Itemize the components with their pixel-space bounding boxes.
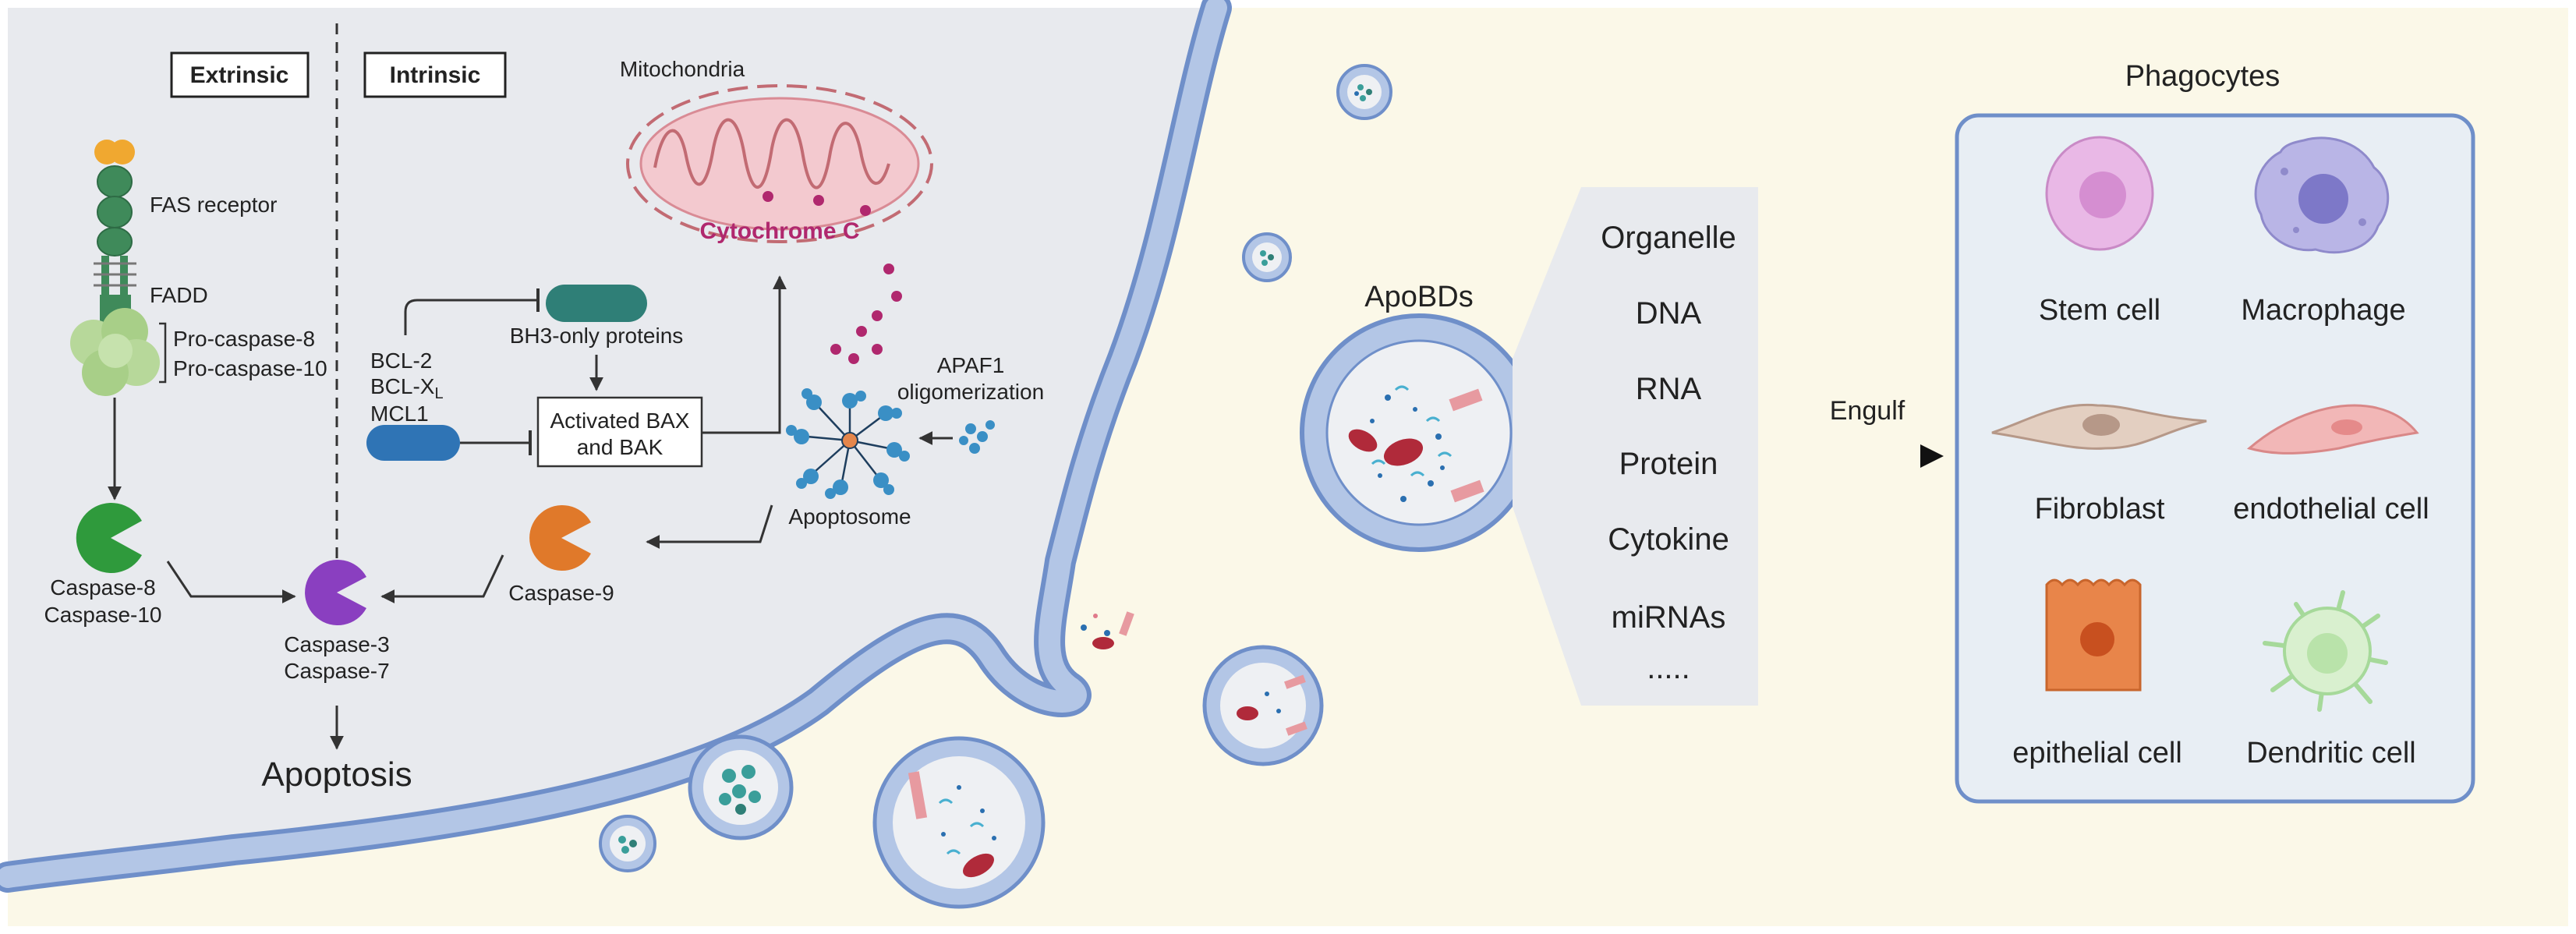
apaf1-label-line1: APAF1 xyxy=(937,353,1005,377)
apobd-small-2 xyxy=(1242,232,1292,282)
fadd-label: FADD xyxy=(150,283,208,307)
endothelial-cell-icon xyxy=(2246,404,2419,455)
epithelial-cell-label: epithelial cell xyxy=(2012,737,2182,769)
caspase-8-label: Caspase-8 xyxy=(50,575,155,600)
cytochrome-c-label: Cytochrome C xyxy=(699,218,859,244)
mcl1-label: MCL1 xyxy=(370,402,429,426)
extrinsic-header: Extrinsic xyxy=(170,51,310,98)
engulf-label: Engulf xyxy=(1830,396,1905,426)
stem-cell-label: Stem cell xyxy=(2039,294,2160,327)
intrinsic-header: Intrinsic xyxy=(363,51,507,98)
cargo-rna: RNA xyxy=(1636,372,1702,406)
epithelial-cell-icon xyxy=(2045,578,2142,692)
budding-vesicle xyxy=(1081,611,1134,649)
dendritic-cell-label: Dendritic cell xyxy=(2246,737,2416,769)
svg-text:Extrinsic: Extrinsic xyxy=(190,62,289,88)
bh3-only-proteins-icon xyxy=(546,285,647,322)
bh3-only-label: BH3-only proteins xyxy=(510,324,684,348)
apoptosome-icon xyxy=(786,388,910,499)
bax-bak-label-line2: and BAK xyxy=(577,435,663,459)
apaf1-monomer-icon xyxy=(959,420,995,454)
caspase-3-icon xyxy=(305,559,366,625)
cargo-mirnas: miRNAs xyxy=(1612,600,1726,635)
mitochondria-label: Mitochondria xyxy=(620,57,745,81)
bax-bak-box xyxy=(536,396,703,468)
fas-receptor-label: FAS receptor xyxy=(150,193,277,217)
apobd-bottom-4 xyxy=(599,815,656,872)
endothelial-cell-label: endothelial cell xyxy=(2233,493,2429,525)
fibroblast-label: Fibroblast xyxy=(2035,493,2165,525)
bcl2-label: BCL-2 xyxy=(370,348,432,373)
cargo-dna: DNA xyxy=(1636,296,1702,331)
apobd-bottom-3 xyxy=(688,734,794,840)
pro-caspase-10-label: Pro-caspase-10 xyxy=(173,356,327,380)
cargo-cytokine: Cytokine xyxy=(1608,522,1729,557)
caspase-9-icon xyxy=(529,505,591,571)
apoptosome-label: Apoptosome xyxy=(788,504,911,529)
dendritic-cell-icon xyxy=(2263,590,2388,712)
cargo-more: ..... xyxy=(1647,651,1690,685)
apobd-small-1 xyxy=(1336,64,1392,120)
caspase-7-label: Caspase-7 xyxy=(284,659,389,683)
cargo-organelle: Organelle xyxy=(1601,221,1736,255)
macrophage-label: Macrophage xyxy=(2241,294,2405,327)
svg-text:Intrinsic: Intrinsic xyxy=(390,62,481,88)
fas-receptor-icon xyxy=(94,140,136,322)
caspase-3-label: Caspase-3 xyxy=(284,632,389,656)
pro-caspase-8-label: Pro-caspase-8 xyxy=(173,327,315,351)
caspase-10-label: Caspase-10 xyxy=(44,603,162,627)
anti-apoptotic-protein-icon xyxy=(366,425,460,461)
caspase-8-icon xyxy=(76,503,142,574)
apobd-bottom-1 xyxy=(1202,645,1324,766)
apobds-label: ApoBDs xyxy=(1364,281,1473,313)
bclxl-label: BCL-XL xyxy=(370,374,444,402)
pro-caspase-cluster-icon xyxy=(70,308,160,396)
bax-bak-label-line1: Activated BAX xyxy=(550,409,690,433)
apobd-main-icon xyxy=(1300,313,1538,552)
macrophage-icon xyxy=(2254,136,2390,254)
phagocytes-panel xyxy=(1955,113,2475,804)
apobd-bottom-2 xyxy=(872,736,1046,909)
caspase-9-label: Caspase-9 xyxy=(508,581,614,605)
phagocytes-title: Phagocytes xyxy=(2125,60,2281,93)
apoptosis-label: Apoptosis xyxy=(261,755,412,794)
mitochondria-icon xyxy=(626,84,933,243)
fibroblast-icon xyxy=(1991,403,2207,450)
apaf1-label-line2: oligomerization xyxy=(897,380,1044,404)
cargo-callout xyxy=(1513,187,1758,706)
stem-cell-icon xyxy=(2045,136,2154,251)
cytochrome-c-release xyxy=(830,264,902,364)
cargo-protein: Protein xyxy=(1619,447,1718,481)
